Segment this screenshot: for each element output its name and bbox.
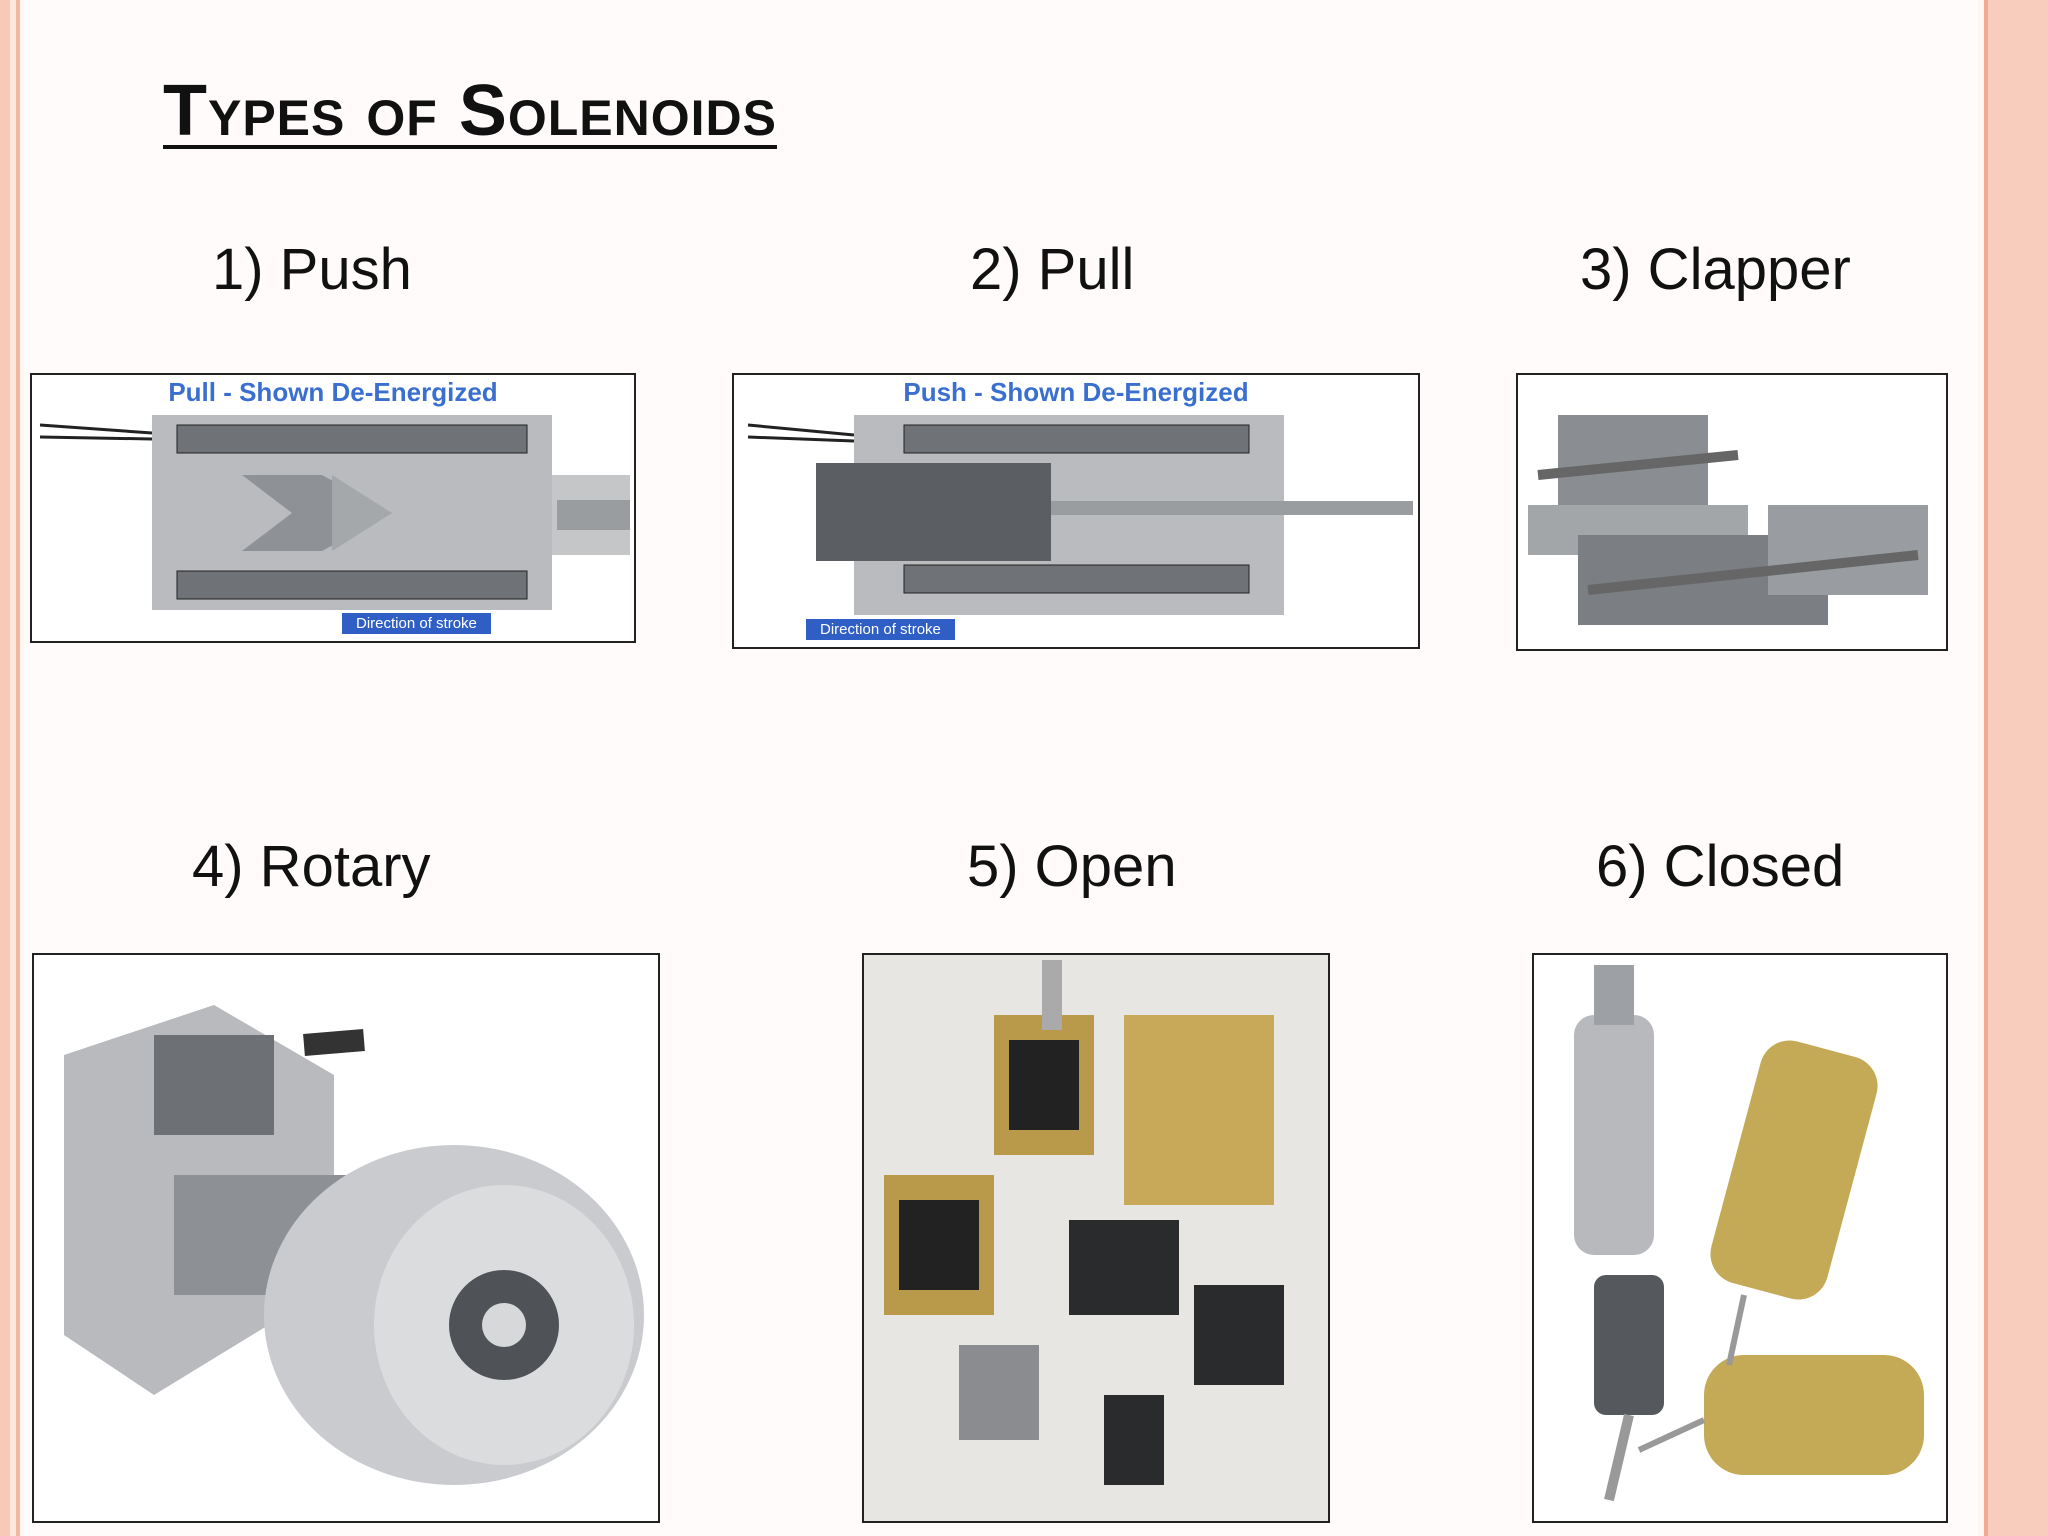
closed-solenoid-image (1532, 953, 1948, 1523)
pull-solenoid-diagram: Push - Shown De-Energized Direction of s… (732, 373, 1420, 649)
label-open: 5) Open (967, 834, 1177, 899)
rotary-solenoid-image (32, 953, 660, 1523)
label-rotary: 4) Rotary (192, 834, 431, 899)
push-solenoid-illustration (39, 415, 630, 610)
push-diagram-caption: Pull - Shown De-Energized (168, 377, 498, 407)
open-solenoid-image (862, 953, 1330, 1523)
label-clapper: 3) Clapper (1580, 237, 1851, 302)
label-push: 1) Push (212, 237, 412, 302)
pull-solenoid-illustration (747, 415, 1413, 615)
pull-stroke-direction: Direction of stroke (806, 619, 955, 640)
push-solenoid-diagram: Pull - Shown De-Energized Direction of s… (30, 373, 636, 643)
right-decorative-border (1978, 0, 2048, 1536)
pull-diagram-caption: Push - Shown De-Energized (903, 377, 1249, 407)
slide: Types of Solenoids 1) Push 2) Pull 3) Cl… (24, 0, 1978, 1536)
clapper-solenoid-image (1516, 373, 1948, 651)
left-decorative-border (0, 0, 24, 1536)
slide-title: Types of Solenoids (163, 71, 777, 151)
label-pull: 2) Pull (970, 237, 1135, 302)
push-stroke-direction: Direction of stroke (342, 613, 491, 634)
label-closed: 6) Closed (1596, 834, 1845, 899)
